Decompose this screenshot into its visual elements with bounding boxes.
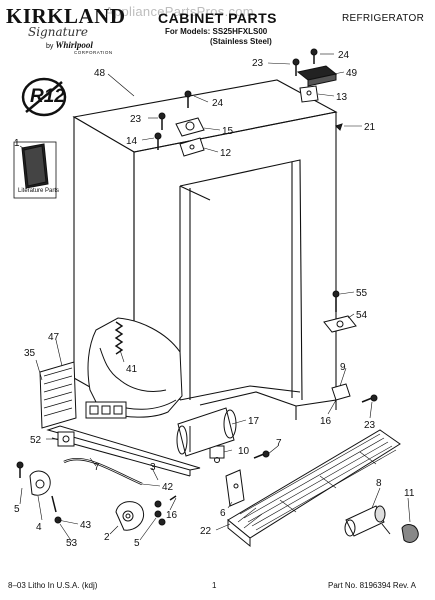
brand-by: by — [46, 43, 54, 50]
callout-47: 47 — [48, 332, 60, 343]
top-hinge-right — [292, 48, 343, 131]
callout-12: 12 — [220, 148, 232, 159]
callout-6: 6 — [220, 508, 226, 519]
model-number: For Models: SS25HFXLS00 — [165, 27, 268, 36]
callout-17: 17 — [248, 416, 260, 427]
callout-24-mid: 24 — [212, 98, 224, 109]
callout-numbers: 1 48 23 24 49 13 24 23 15 14 12 21 55 54… — [14, 50, 415, 549]
callout-41: 41 — [126, 364, 138, 375]
callout-42: 42 — [162, 482, 174, 493]
callout-35: 35 — [24, 348, 36, 359]
callout-3: 3 — [150, 462, 156, 473]
callout-5-left: 5 — [14, 504, 20, 515]
callout-52: 52 — [30, 435, 42, 446]
grille-cylinder — [344, 505, 391, 537]
brand-by-line: by Whirlpool — [46, 40, 156, 50]
page-title: CABINET PARTS — [158, 10, 278, 26]
callout-23-mid: 23 — [130, 114, 142, 125]
callout-49: 49 — [346, 68, 358, 79]
watermark: AppliancePartsPros.com — [105, 4, 254, 19]
footer-part-number: Part No. 8196394 Rev. A — [328, 581, 416, 590]
brand-maker: Whirlpool — [55, 40, 93, 50]
footer-page-number: 1 — [212, 581, 217, 590]
callout-5-center: 5 — [134, 538, 140, 549]
callout-7-left: 7 — [94, 462, 100, 473]
literature-parts-label: Literature Parts — [18, 188, 60, 194]
callout-23-top: 23 — [252, 58, 264, 69]
top-hinge-left — [154, 90, 205, 157]
leveling-leg-left — [16, 461, 62, 524]
toe-grille — [227, 429, 401, 548]
callout-9: 9 — [340, 362, 346, 373]
callout-4: 4 — [36, 522, 42, 533]
callout-48: 48 — [94, 68, 106, 79]
grille-clip — [401, 524, 419, 543]
callout-16-right: 16 — [320, 416, 332, 427]
duct-assembly — [176, 407, 237, 457]
callout-21: 21 — [364, 122, 376, 133]
callout-1: 1 — [14, 138, 20, 149]
category-label: REFRIGERATOR — [342, 13, 425, 24]
callout-22: 22 — [200, 526, 212, 537]
model-finish: (Stainless Steel) — [210, 37, 272, 46]
grille-bracket — [225, 450, 270, 507]
brand-kirkland: KIRKLAND — [6, 4, 126, 28]
callout-7-right: 7 — [276, 438, 282, 449]
leveling-leg-center — [115, 495, 177, 531]
callout-10: 10 — [238, 446, 250, 457]
callout-15: 15 — [222, 126, 234, 137]
literature-booklet-icon — [13, 141, 57, 199]
bottom-hinge-right — [323, 290, 378, 403]
leader-lines — [19, 53, 411, 543]
callout-54: 54 — [356, 310, 368, 321]
r12-badge — [21, 77, 67, 117]
callout-2: 2 — [104, 532, 110, 543]
r12-badge-text: R12 — [30, 86, 65, 107]
brand-signature: Signature — [28, 25, 89, 39]
callout-8: 8 — [376, 478, 382, 489]
footer-litho: 8–03 Litho In U.S.A. (kdj) — [8, 581, 98, 590]
callout-24-top: 24 — [338, 50, 350, 61]
machine-compartment — [39, 317, 225, 486]
callout-16-center: 16 — [166, 510, 178, 521]
callout-14: 14 — [126, 136, 138, 147]
callout-55: 55 — [356, 288, 368, 299]
callout-13: 13 — [336, 92, 348, 103]
brand-logo: KIRKLAND Signature by Whirlpool CORPORAT… — [6, 4, 156, 56]
callout-43: 43 — [80, 520, 92, 531]
brand-corp: CORPORATION — [74, 50, 113, 55]
callout-11: 11 — [404, 488, 415, 499]
model-info: For Models: SS25HFXLS00 (Stainless Steel… — [165, 27, 272, 47]
callout-53: 53 — [66, 538, 78, 549]
callout-23-right: 23 — [364, 420, 376, 431]
